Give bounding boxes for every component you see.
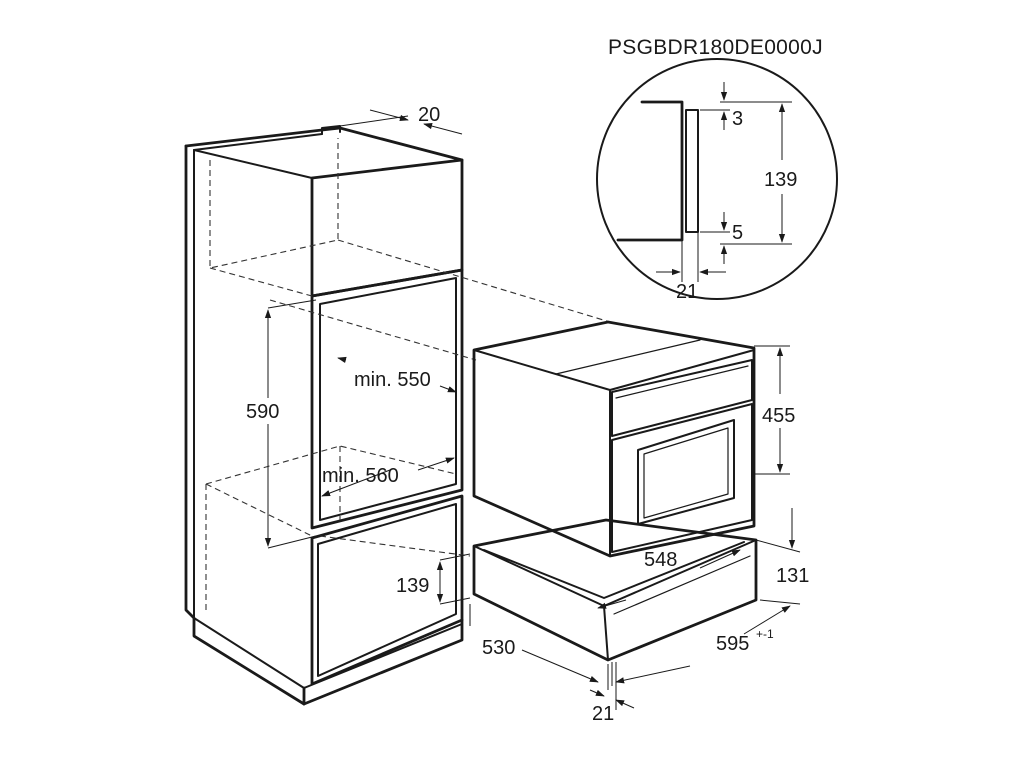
dim-cavity-height: 590 bbox=[246, 401, 279, 423]
hidden-projection-mid bbox=[269, 299, 477, 361]
cabinet-top-inner bbox=[193, 133, 323, 151]
dim-appliance-height: 455 bbox=[762, 405, 795, 427]
hidden-upper-floor bbox=[209, 267, 313, 297]
dim-front-thickness: 21 bbox=[592, 703, 614, 725]
door-window-inner bbox=[643, 427, 729, 519]
dim-drawer-depth: 530 bbox=[482, 637, 515, 659]
detail-front-profile bbox=[685, 109, 699, 233]
appliance-top-seam bbox=[555, 339, 701, 375]
hidden-upper-box bbox=[209, 138, 339, 269]
top-block bbox=[321, 125, 341, 135]
hidden-projection-top bbox=[337, 239, 611, 323]
drawer-front-left bbox=[603, 605, 609, 661]
model-code: PSGBDR180DE0000J bbox=[608, 36, 823, 59]
cabinet bbox=[184, 125, 611, 706]
drawer-body bbox=[472, 518, 758, 662]
dim-min-width: min. 560 bbox=[322, 465, 399, 487]
appliance bbox=[472, 320, 756, 558]
upper-front-panel bbox=[310, 158, 464, 298]
appliance-door bbox=[611, 403, 753, 553]
cabinet-left-panel bbox=[184, 144, 306, 706]
niche-frame bbox=[310, 268, 464, 530]
dimension-lines bbox=[264, 109, 801, 710]
hidden-projection-low bbox=[319, 535, 471, 557]
drawer-top-front-edge bbox=[473, 539, 757, 607]
dim-top-depth: 20 bbox=[418, 104, 440, 126]
control-panel bbox=[611, 359, 753, 437]
detail-panel-profile bbox=[616, 100, 684, 242]
detail-gap-top: 3 bbox=[732, 108, 743, 130]
dim-drawer-height: 131 bbox=[776, 565, 809, 587]
drawer-handle-line bbox=[613, 555, 751, 615]
cabinet-base-line bbox=[193, 617, 463, 689]
dim-appliance-width: 595 bbox=[716, 633, 749, 655]
cabinet-top-edge bbox=[184, 126, 464, 162]
niche-inner-frame bbox=[319, 277, 457, 521]
detail-height: 139 bbox=[764, 169, 797, 191]
control-panel-inner-top bbox=[615, 365, 749, 399]
detail-thickness: 21 bbox=[676, 281, 698, 303]
drawer-top-inner bbox=[483, 541, 745, 599]
detail-circle bbox=[596, 58, 838, 300]
detail-view bbox=[596, 58, 838, 300]
cabinet-plinth bbox=[302, 618, 464, 706]
detail-gap-bottom: 5 bbox=[732, 222, 743, 244]
upper-side-edge bbox=[193, 149, 313, 297]
lower-front-inner bbox=[317, 503, 457, 677]
dim-appliance-width-inner: 548 bbox=[644, 549, 677, 571]
door-window bbox=[637, 419, 735, 525]
hidden-floor-front bbox=[205, 483, 313, 537]
dim-drawer-front-height: 139 bbox=[396, 575, 429, 597]
appliance-body bbox=[472, 320, 756, 558]
dim-min-depth: min. 550 bbox=[354, 369, 431, 391]
dim-width-tolerance: +-1 bbox=[756, 627, 774, 641]
warming-drawer bbox=[472, 518, 758, 662]
